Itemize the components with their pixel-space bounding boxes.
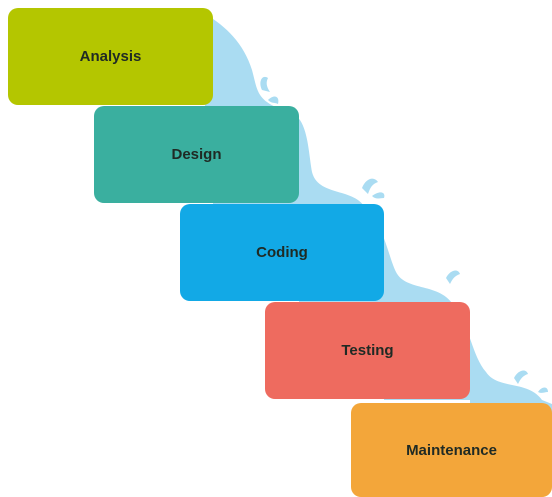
water-splash xyxy=(446,270,460,284)
water-splash xyxy=(362,178,378,194)
water-splash xyxy=(260,76,270,92)
step-coding: Coding xyxy=(180,204,384,301)
step-label: Testing xyxy=(341,342,394,359)
step-label: Maintenance xyxy=(406,441,497,459)
water-splash xyxy=(222,55,231,62)
step-label: Analysis xyxy=(79,48,142,65)
step-testing: Testing xyxy=(265,302,470,399)
step-maintenance: Maintenance xyxy=(351,403,552,497)
step-analysis: Analysis xyxy=(8,8,213,105)
water-splash xyxy=(268,96,279,104)
step-label: Coding xyxy=(256,244,308,261)
water-splash xyxy=(538,387,548,393)
water-splash xyxy=(372,192,385,199)
step-label: Design xyxy=(171,146,222,163)
water-splash xyxy=(514,370,528,384)
step-design: Design xyxy=(94,106,299,203)
